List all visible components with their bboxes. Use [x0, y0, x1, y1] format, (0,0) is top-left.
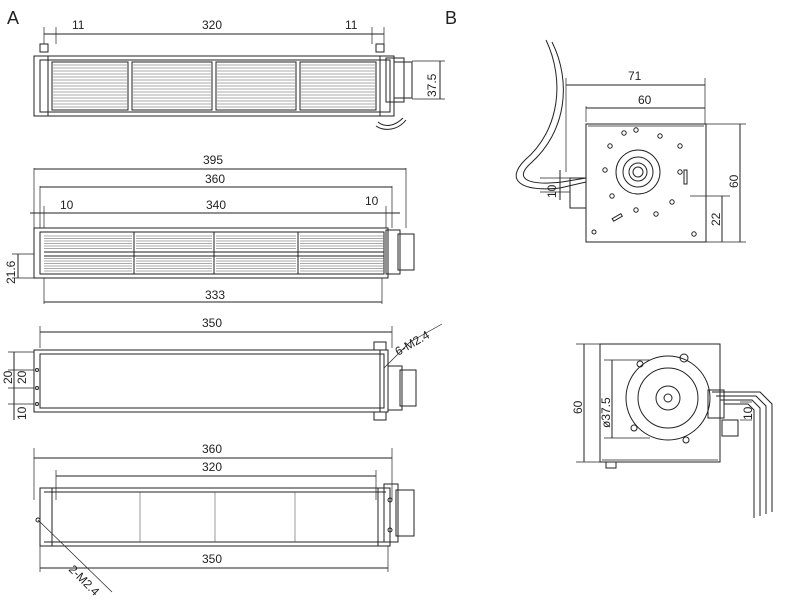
motor-top-view: 71 60 10 [515, 39, 746, 243]
dim-395: 395 [203, 153, 223, 167]
view-2-front: 395 360 10 340 10 21.6 333 [4, 153, 415, 304]
panel-label-b: B [445, 8, 457, 28]
view-3-housing: 350 6-M2.4 20 20 10 [1, 316, 443, 421]
dim-340: 340 [206, 198, 226, 212]
dim-350: 350 [202, 316, 222, 330]
dim-320: 320 [202, 18, 222, 32]
dim-333: 333 [205, 288, 225, 302]
screw-6-m2-4: 6-M2.4 [393, 328, 433, 359]
dim-20-b: 20 [15, 370, 29, 384]
dim-22: 22 [709, 212, 723, 226]
dim-10-motor-top: 10 [545, 184, 559, 198]
dim-10-motor-bottom: 10 [741, 406, 755, 420]
dim-71: 71 [628, 69, 642, 83]
panel-label-a: A [7, 8, 19, 28]
dim-37-5: 37.5 [425, 73, 439, 97]
dim-60-height: 60 [727, 174, 741, 188]
dim-60-bottom: 60 [571, 400, 585, 414]
dim-320-bottom: 320 [202, 460, 222, 474]
dim-10-right: 10 [365, 194, 379, 208]
dim-21-6: 21.6 [4, 260, 18, 284]
dim-11-left: 11 [72, 18, 85, 32]
dim-350-bottom: 350 [202, 552, 222, 566]
dim-10-left: 10 [60, 198, 74, 212]
view-1-grille-top: 11 320 11 37.5 [33, 18, 445, 130]
dim-360-bottom: 360 [202, 442, 222, 456]
dim-10: 10 [15, 406, 29, 420]
view-4-bottom: 360 320 350 2-M2.4 [33, 442, 415, 599]
dim-dia-37-5: ø37.5 [599, 397, 613, 428]
dim-11-right: 11 [345, 18, 358, 32]
dim-20-a: 20 [1, 370, 15, 384]
dim-60-width: 60 [638, 93, 652, 107]
dim-360: 360 [205, 172, 225, 186]
motor-bottom-view: 60 ø37.5 10 [571, 343, 773, 518]
